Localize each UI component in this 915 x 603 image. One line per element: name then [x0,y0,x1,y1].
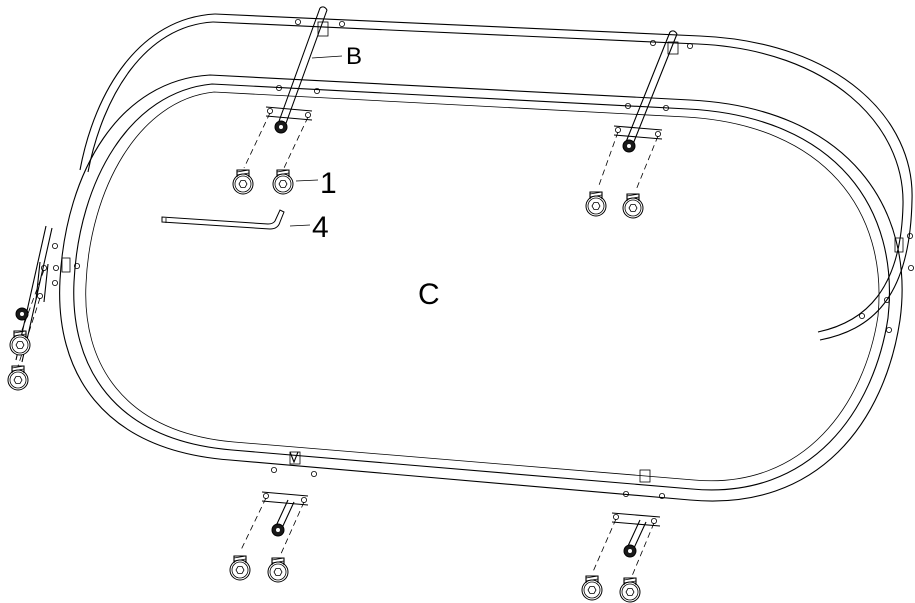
wrench-label: 4 [312,211,329,244]
bracket-bottom-right [611,469,665,558]
frame-holes [52,18,914,334]
bracket-top-left [265,6,329,134]
insertion-guides [17,112,659,577]
screw-label: 1 [320,167,337,200]
frame-front-ring [59,74,903,502]
bracket-bottom-left [261,451,318,537]
allen-wrench-icon [161,209,285,230]
bracket-label: B [346,43,362,70]
frame-label: C [418,278,440,311]
bracket-top-right [613,30,679,153]
frame-back-ring [79,13,913,341]
